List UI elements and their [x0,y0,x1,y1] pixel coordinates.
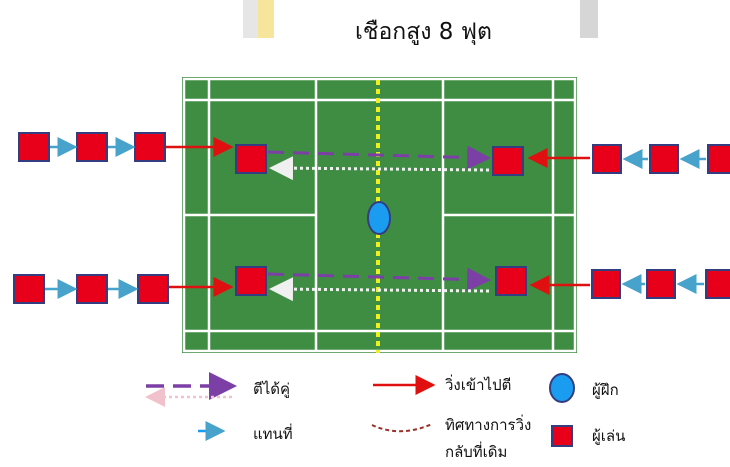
player-square-icon [649,144,679,174]
player-square-icon [235,266,267,296]
player-square-icon [646,269,676,299]
legend-player-label: ผู้เล่น [592,427,626,445]
player-square-icon [76,132,108,162]
gray-post-right-bg [580,0,598,38]
legend-return-path-line1: ทิศทางการวิ่ง [445,416,532,434]
player-square-icon [134,132,166,162]
legend-replace-label: แทนที่ [253,425,293,443]
legend-run-in-label: วิ่งเข้าไปตี [445,376,512,394]
player-square-icon [495,266,527,296]
player-square-icon [592,144,622,174]
diagram-title: เชือกสูง 8 ฟุต [355,19,492,45]
trainer-icon [367,201,391,235]
player-square-icon [13,274,45,304]
hit-arrow [267,267,491,292]
hit-arrow [267,145,491,170]
player-square-icon [707,144,730,174]
bottom-row [13,266,730,304]
yellow-post-bg [258,0,274,38]
player-square-icon [705,269,730,299]
top-row [18,132,730,181]
legend-trainer-icon [549,373,575,403]
legend-return-path-line2: กลับที่เดิม [445,443,508,461]
player-square-icon [76,274,108,304]
legend-hit-pair-label: ตีได้คู่ [253,380,291,398]
player-square-icon [591,269,621,299]
legend-trainer-label: ผู้ฝึก [592,381,619,399]
gray-post-left-bg [243,0,258,38]
legend-symbols [145,372,575,447]
badminton-court [182,77,577,353]
legend-player-icon [551,425,573,447]
player-square-icon [492,146,524,176]
player-square-icon [18,132,50,162]
player-square-icon [137,274,169,304]
legend-return-path-icon [371,423,433,433]
player-square-icon [235,144,267,174]
